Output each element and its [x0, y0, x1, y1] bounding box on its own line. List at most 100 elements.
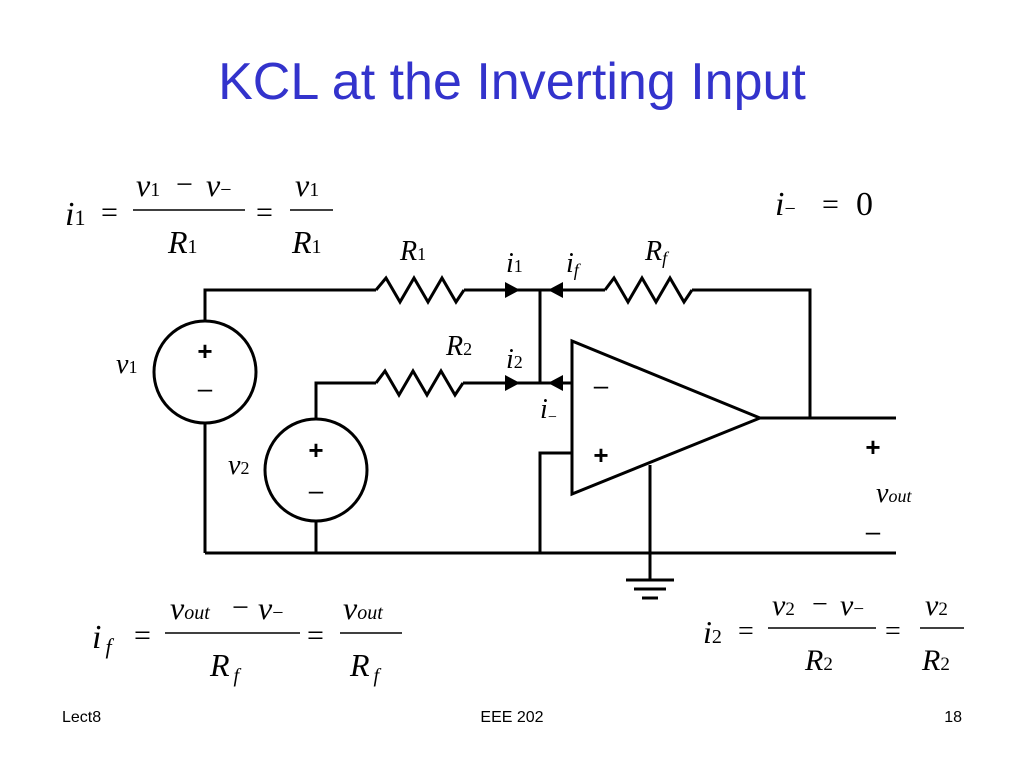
- arrow-i2: [505, 375, 520, 391]
- svg-text:i−: i−: [775, 186, 796, 223]
- footer-page-number: 18: [944, 709, 962, 726]
- eq-if-lhs-sub: f: [105, 634, 114, 659]
- svg-text:R2: R2: [804, 644, 833, 677]
- eq-i1-num-a: v: [136, 167, 151, 203]
- eq-i1-den-sub: 1: [188, 236, 198, 258]
- svg-text:i2: i2: [703, 614, 722, 650]
- eq-if-num2: v: [343, 590, 358, 626]
- eq-i2-num-b-sub: −: [853, 599, 864, 620]
- eq-i1-equals-2: =: [256, 196, 273, 229]
- eq-i1-num2-sub: 1: [309, 179, 319, 201]
- eq-if-minus: −: [232, 591, 249, 624]
- wire-v1-top: [203, 288, 376, 326]
- opamp-plus: +: [593, 440, 608, 470]
- svg-text:v−: v−: [258, 590, 283, 626]
- wire-noninverting: [538, 451, 572, 553]
- eq-if-den-sub: f: [234, 665, 242, 687]
- circuit-wires: [203, 275, 896, 600]
- eq-if-equals-1: =: [134, 619, 151, 652]
- eq-i1-den2-sub: 1: [312, 236, 322, 258]
- label-i1: i1: [506, 248, 523, 279]
- slide-title: KCL at the Inverting Input: [218, 53, 806, 111]
- eq-i1-num-a-sub: 1: [150, 179, 160, 201]
- eq-i2-den2-sub: 2: [940, 654, 950, 675]
- svg-text:v−: v−: [840, 589, 864, 622]
- label-r1: R1: [399, 236, 426, 267]
- wire-rf-to-output: [692, 288, 812, 418]
- label-i2: i2: [506, 344, 523, 375]
- eq-i2-equals-2: =: [885, 616, 901, 647]
- eq-i2-equals-1: =: [738, 616, 754, 647]
- eq-if-equals-2: =: [307, 619, 324, 652]
- eq-i2-num-a-sub: 2: [785, 599, 795, 620]
- footer-left: Lect8: [62, 709, 102, 726]
- svg-text:Rf: Rf: [349, 647, 382, 687]
- label-r2: R2: [445, 331, 472, 362]
- opamp-triangle: [570, 338, 764, 497]
- v2-minus: –: [309, 475, 324, 505]
- svg-text:v1: v1: [136, 167, 160, 203]
- eq-if-num-a: v: [170, 590, 185, 626]
- eq-i1-equals-1: =: [101, 196, 118, 229]
- arrow-iminus: [548, 375, 563, 391]
- footer-center: EEE 202: [480, 709, 544, 726]
- eq-i2-lhs: i: [703, 614, 712, 650]
- polarity-labels: + – + – – + + –: [197, 336, 880, 546]
- equation-iminus: i− = 0: [775, 186, 873, 223]
- eq-i2-den2: R: [921, 644, 940, 677]
- resistor-r1: [374, 275, 466, 305]
- svg-text:v1: v1: [295, 167, 319, 203]
- vout-minus: –: [866, 516, 881, 546]
- eq-i1-den: R: [167, 224, 188, 260]
- eq-i2-den-sub: 2: [823, 654, 833, 675]
- eq-i1-minus: −: [176, 168, 193, 201]
- eq-i2-num2: v: [925, 589, 939, 622]
- svg-text:R1: R1: [167, 224, 198, 260]
- eq-i2-lhs-sub: 2: [712, 626, 722, 648]
- eq-i1-den2: R: [291, 224, 312, 260]
- svg-text:vout: vout: [170, 590, 210, 626]
- opamp-minus: –: [594, 370, 609, 400]
- eq-if-num-b: v: [258, 590, 273, 626]
- svg-text:vout: vout: [343, 590, 383, 626]
- eq-i1-lhs-sub: 1: [74, 205, 85, 230]
- label-iminus: i−: [540, 394, 557, 426]
- eq-if-den2: R: [349, 647, 370, 683]
- arrow-i1: [505, 282, 520, 298]
- equation-i2: i2 = v2 − v− R2 = v2 R2: [703, 589, 964, 677]
- wire-v2-top: [314, 381, 376, 418]
- eq-if-den: R: [209, 647, 230, 683]
- eq-iminus-sub: −: [784, 198, 795, 220]
- eq-i2-minus: −: [812, 589, 828, 620]
- eq-if-num-a-sub: out: [184, 602, 210, 624]
- eq-if-lhs: i: [92, 619, 101, 656]
- svg-text:v−: v−: [206, 167, 231, 203]
- eq-if-den2-sub: f: [374, 665, 382, 687]
- label-v1: v1: [116, 349, 137, 380]
- circuit-labels: R1 i1 if Rf R2 i2 i− v1 v2 vout: [116, 236, 912, 509]
- resistor-rf: [603, 275, 694, 305]
- current-arrows: [505, 282, 563, 391]
- source-v1: [152, 319, 258, 425]
- eq-i1-num2: v: [295, 167, 310, 203]
- eq-i2-num-b: v: [840, 589, 854, 622]
- svg-text:i1: i1: [65, 196, 85, 233]
- label-vout: vout: [876, 478, 912, 509]
- resistor-r2: [374, 368, 465, 398]
- eq-if-num-b-sub: −: [272, 602, 283, 624]
- svg-text:Rf: Rf: [209, 647, 242, 687]
- svg-text:v2: v2: [925, 589, 948, 622]
- svg-text:if: if: [92, 619, 114, 659]
- eq-iminus-equals: =: [822, 188, 839, 221]
- eq-i1-num-b-sub: −: [220, 179, 231, 201]
- eq-i2-num-a: v: [772, 589, 786, 622]
- vout-plus: +: [865, 432, 880, 462]
- eq-i2-den: R: [804, 644, 823, 677]
- eq-if-num2-sub: out: [357, 602, 383, 624]
- eq-iminus-lhs: i: [775, 186, 784, 223]
- v1-plus: +: [197, 336, 212, 366]
- svg-text:v2: v2: [772, 589, 795, 622]
- v2-plus: +: [308, 435, 323, 465]
